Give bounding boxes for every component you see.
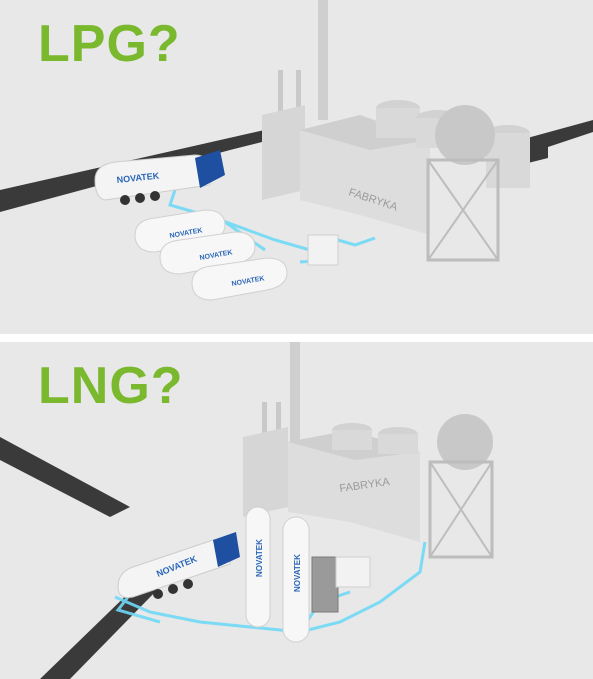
truck-brand-label: NOVATEK bbox=[116, 171, 160, 185]
panel-divider bbox=[0, 334, 593, 342]
factory-block-left bbox=[262, 105, 305, 200]
lpg-panel: NOVATEK NOVATEK NOVATEK NOVATEK FABRYKA … bbox=[0, 0, 593, 334]
lng-headline: LNG? bbox=[38, 357, 184, 415]
factory-hall bbox=[288, 430, 420, 542]
lng-cryo-tank-1: NOVATEK bbox=[245, 506, 271, 628]
control-unit bbox=[335, 556, 371, 588]
lpg-headline: LPG? bbox=[38, 15, 181, 73]
lng-panel: NOVATEK NOVATEK NOVATEK FABRYKA LNG? bbox=[0, 342, 593, 679]
spherical-tank bbox=[437, 414, 493, 470]
spherical-tank bbox=[435, 105, 495, 165]
lpg-scene-illustration: NOVATEK NOVATEK NOVATEK NOVATEK FABRYKA bbox=[0, 0, 593, 301]
chimney bbox=[290, 342, 300, 457]
road-front bbox=[40, 582, 160, 679]
lng-truck: NOVATEK bbox=[117, 532, 240, 599]
lng-cryo-tank-2: NOVATEK bbox=[282, 516, 310, 643]
lng-scene-illustration: NOVATEK NOVATEK NOVATEK FABRYKA bbox=[0, 342, 494, 679]
truck-cab bbox=[213, 532, 240, 567]
road-right bbox=[520, 120, 593, 165]
vaporizer-unit bbox=[307, 234, 339, 266]
factory-block-left bbox=[243, 427, 288, 517]
scaffold-tower bbox=[428, 460, 494, 559]
road bbox=[0, 437, 130, 517]
scaffold-tower bbox=[426, 158, 500, 262]
lpg-tank-3: NOVATEK bbox=[191, 257, 288, 301]
lpg-truck: NOVATEK bbox=[94, 150, 225, 205]
cryo-tank-1-brand-label: NOVATEK bbox=[255, 539, 264, 577]
chimney bbox=[318, 0, 328, 120]
cryo-tank-2-brand-label: NOVATEK bbox=[293, 554, 302, 592]
truck-cab bbox=[195, 150, 225, 188]
vaporizer-unit bbox=[311, 556, 339, 613]
